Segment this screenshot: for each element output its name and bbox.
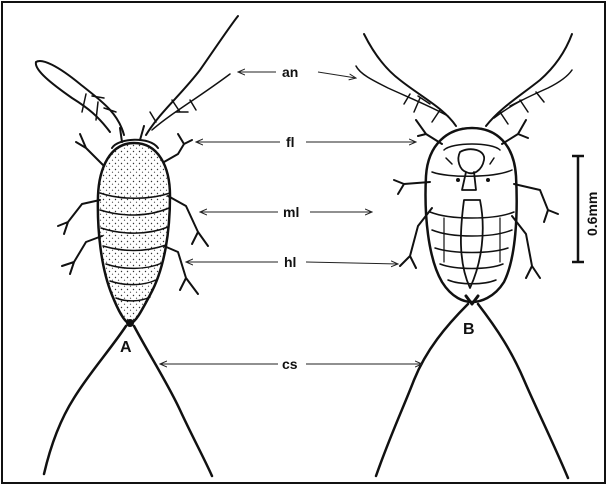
specimen-b-caudal-seta-right (478, 304, 568, 478)
specimen-b-caudal-seta-left (376, 304, 468, 476)
specimen-a-antenna-left (36, 61, 124, 135)
panel-label-a: A (120, 339, 132, 356)
label-cs-group: cs (160, 356, 422, 372)
specimen-a-caudal-seta-right (134, 326, 212, 476)
specimen-b-antenna-right (486, 34, 572, 126)
label-antenna: an (282, 64, 298, 80)
label-caudal-setae: cs (282, 356, 298, 372)
label-ml-group: ml (200, 204, 372, 220)
label-fl-group: fl (196, 134, 416, 150)
specimen-b-drawing (356, 34, 572, 478)
panel-label-b: B (463, 321, 475, 338)
scale-bar: 0.6mm (572, 156, 600, 262)
specimen-a-drawing (36, 16, 238, 476)
label-foreleg: fl (286, 134, 295, 150)
specimen-a-antenna-right (146, 16, 238, 135)
label-hl-group: hl (186, 254, 398, 270)
specimen-a-caudal-seta-left (44, 326, 126, 474)
label-hindleg: hl (284, 254, 296, 270)
label-an-group: an (238, 64, 356, 80)
label-midleg: ml (283, 204, 299, 220)
scale-bar-label: 0.6mm (584, 192, 600, 236)
